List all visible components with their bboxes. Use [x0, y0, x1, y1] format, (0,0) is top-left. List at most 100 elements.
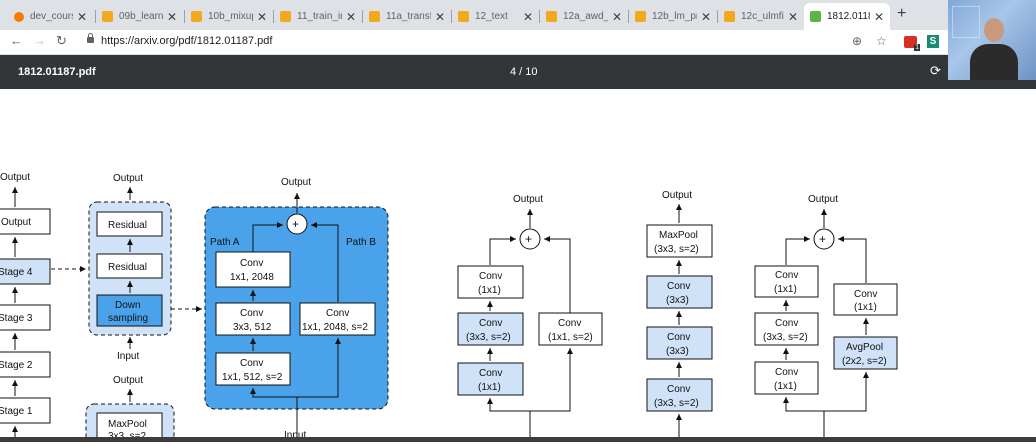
- pdf-page-shadow: [0, 437, 1036, 442]
- close-icon[interactable]: ✕: [76, 9, 87, 24]
- residual-box-top: Residual: [108, 220, 147, 231]
- stage-output-box: Output: [1, 217, 31, 228]
- tab-dev-course[interactable]: dev_course ✕: [8, 3, 93, 30]
- stage-detail-input-label: Input: [117, 351, 139, 362]
- conv-a2-param: 3x3, 512: [233, 322, 272, 333]
- close-icon[interactable]: ✕: [787, 9, 798, 24]
- stage-2-box: Stage 2: [0, 360, 33, 371]
- conv-a3-box: Conv: [240, 358, 263, 369]
- fig-c-conv3: Conv: [667, 384, 690, 395]
- fig-b-conv3: Conv: [479, 368, 502, 379]
- bookmark-star-icon[interactable]: ☆: [876, 34, 887, 48]
- tab-12b-lm-pre[interactable]: 12b_lm_pre ✕: [629, 3, 717, 30]
- address-bar[interactable]: https://arxiv.org/pdf/1812.01187.pdf: [101, 35, 273, 47]
- fig-d-avgpool: AvgPool: [846, 342, 883, 353]
- fig-d-conv-side: Conv: [854, 289, 877, 300]
- fig-d-add-node: +: [819, 232, 826, 246]
- whiteboard: [952, 6, 980, 38]
- extension-icon[interactable]: 1: [904, 36, 920, 51]
- notebook-favicon-icon: [369, 11, 380, 22]
- pdf-favicon-icon: [810, 11, 821, 22]
- path-b-label: Path B: [346, 237, 376, 248]
- tab-separator: [273, 10, 274, 23]
- presenter-head: [984, 18, 1004, 42]
- fig-d-conv1: Conv: [775, 270, 798, 281]
- stage-4-box: Stage 4: [0, 267, 33, 278]
- tab-label: 09b_learner: [119, 11, 163, 22]
- reload-favicon-icon: [14, 11, 24, 22]
- notebook-favicon-icon: [191, 11, 202, 22]
- tab-label: 11_train_im: [297, 11, 342, 22]
- pdf-page: Output Output Stage 4 Stage 3 Stage 2 St…: [0, 89, 1036, 447]
- tab-10b-mixup[interactable]: 10b_mixup ✕: [185, 3, 273, 30]
- tab-separator: [184, 10, 185, 23]
- extension-s-icon[interactable]: S: [927, 35, 939, 48]
- fig-b-conv1: Conv: [479, 271, 502, 282]
- lock-icon[interactable]: [87, 33, 94, 43]
- pdf-toolbar: 1812.01187.pdf 4 / 10 ⟳: [0, 55, 1036, 89]
- tab-12a-awd[interactable]: 12a_awd_ls ✕: [540, 3, 628, 30]
- presenter-body: [970, 44, 1018, 80]
- tab-label: dev_course: [30, 11, 73, 22]
- stem-maxpool-box: MaxPool: [108, 419, 147, 430]
- stage-1-box: Stage 1: [0, 406, 33, 417]
- tab-11-train-im[interactable]: 11_train_im ✕: [274, 3, 362, 30]
- close-icon[interactable]: ✕: [256, 9, 267, 24]
- stem-output-label: Output: [113, 375, 143, 386]
- down-sampling-line2: sampling: [108, 313, 148, 324]
- close-icon[interactable]: ✕: [611, 9, 622, 24]
- zoom-icon[interactable]: ⊕: [852, 34, 863, 48]
- conv-b-box: Conv: [326, 308, 349, 319]
- block-output-label: Output: [281, 177, 311, 188]
- fig-b-conv2-param: (3x3, s=2): [466, 332, 511, 343]
- fig-d-conv2-param: (3x3, s=2): [763, 332, 808, 343]
- close-icon[interactable]: ✕: [166, 9, 177, 24]
- tab-1812-01187[interactable]: 1812.0118 ✕: [804, 3, 890, 30]
- tab-separator: [95, 10, 96, 23]
- fig-b-conv3-param: (1x1): [478, 382, 501, 393]
- notebook-favicon-icon: [458, 11, 469, 22]
- fig-b-output-label: Output: [513, 194, 543, 205]
- tab-label: 12_text: [475, 11, 508, 22]
- down-sampling-line1: Down: [115, 300, 141, 311]
- fig-d-conv-side-param: (1x1): [854, 302, 877, 313]
- tab-11a-transfer[interactable]: 11a_transfe ✕: [363, 3, 451, 30]
- fig-b-conv-side: Conv: [558, 318, 581, 329]
- conv-b-param: 1x1, 2048, s=2: [302, 322, 368, 333]
- tab-12c-ulmfit[interactable]: 12c_ulmfit ✕: [718, 3, 804, 30]
- close-icon[interactable]: ✕: [700, 9, 711, 24]
- tab-label: 12c_ulmfit: [741, 11, 784, 22]
- fig-c-conv2-param: (3x3): [666, 346, 689, 357]
- tab-separator: [539, 10, 540, 23]
- tab-label: 11a_transfe: [386, 11, 431, 22]
- fig-d-conv1-param: (1x1): [774, 284, 797, 295]
- close-icon[interactable]: ✕: [434, 9, 445, 24]
- close-icon[interactable]: ✕: [873, 9, 884, 24]
- fig-d-avgpool-param: (2x2, s=2): [842, 356, 887, 367]
- tab-09b-learner[interactable]: 09b_learner ✕: [96, 3, 183, 30]
- fig-b-conv2: Conv: [479, 318, 502, 329]
- notebook-favicon-icon: [546, 11, 557, 22]
- fig-c-conv1-param: (3x3): [666, 295, 689, 306]
- fig-b-conv-side-param: (1x1, s=2): [548, 332, 593, 343]
- fig-d-conv3-param: (1x1): [774, 381, 797, 392]
- back-arrow-icon[interactable]: ←: [10, 33, 23, 48]
- fig-d-conv2: Conv: [775, 318, 798, 329]
- resnet-architecture-figure: Output Output Stage 4 Stage 3 Stage 2 St…: [0, 172, 898, 447]
- fig-d-conv3: Conv: [775, 367, 798, 378]
- tab-separator: [451, 10, 452, 23]
- close-icon[interactable]: ✕: [345, 9, 356, 24]
- tab-12-text[interactable]: 12_text ✕: [452, 3, 539, 30]
- fig-c-conv2: Conv: [667, 332, 690, 343]
- fig-c-conv1: Conv: [667, 281, 690, 292]
- reload-icon[interactable]: ↻: [56, 33, 67, 48]
- close-icon[interactable]: ✕: [522, 9, 533, 24]
- tab-label: 12a_awd_ls: [563, 11, 608, 22]
- fig-c-maxpool-param: (3x3, s=2): [654, 244, 699, 255]
- forward-arrow-icon[interactable]: →: [33, 33, 46, 48]
- new-tab-button[interactable]: +: [897, 5, 907, 22]
- rotate-icon[interactable]: ⟳: [930, 63, 941, 78]
- webcam-overlay: [948, 0, 1036, 80]
- pdf-title: 1812.01187.pdf: [18, 66, 96, 78]
- fig-c-conv3-param: (3x3, s=2): [654, 398, 699, 409]
